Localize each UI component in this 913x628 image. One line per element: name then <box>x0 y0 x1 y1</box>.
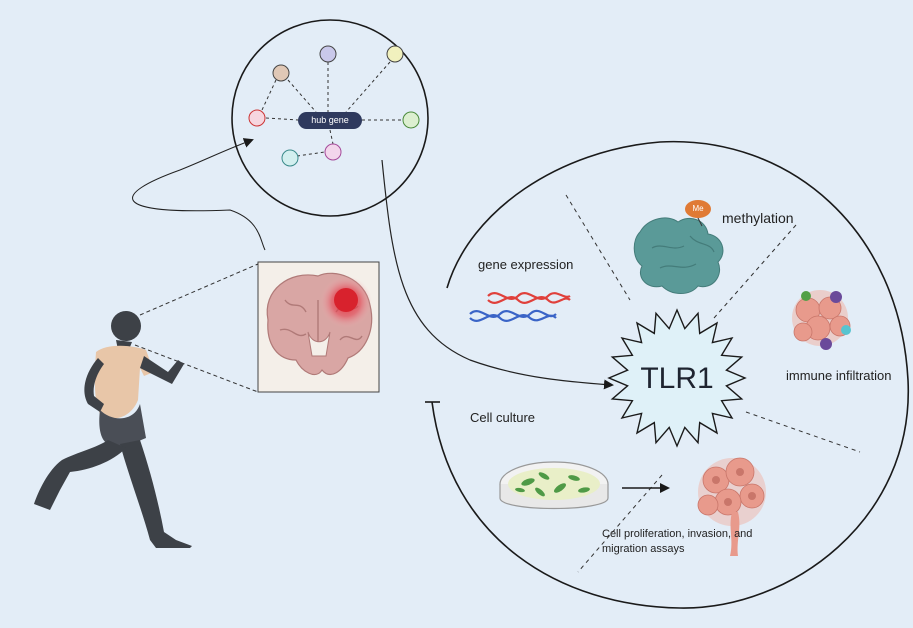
immune-cell <box>830 291 842 303</box>
immune-cluster <box>792 290 851 350</box>
tumor-cells <box>697 457 766 556</box>
connector-to-network <box>132 138 266 251</box>
petri-dish <box>499 461 609 510</box>
network-edges <box>261 61 403 157</box>
dashed-link <box>139 263 259 316</box>
methylated-protein <box>633 200 724 294</box>
dashed-link <box>134 344 259 393</box>
gene-expression-label: gene expression <box>478 257 574 272</box>
hub-pill <box>298 112 362 129</box>
methyl-tag <box>685 200 711 218</box>
methyl-tag-label: Me <box>692 204 704 213</box>
tumor-mass <box>334 288 358 312</box>
assays-label-line1: Cell proliferation, invasion, and <box>602 528 753 540</box>
runner-shorts <box>99 404 146 448</box>
tlr1-label: TLR1 <box>640 362 714 395</box>
analysis-circle <box>431 140 909 609</box>
network-node <box>248 109 266 127</box>
arrow-to-tlr1 <box>381 159 614 390</box>
tlr1-star <box>607 308 747 448</box>
runner-leg <box>34 440 126 510</box>
network-node <box>281 149 299 167</box>
cell-culture-label: Cell culture <box>470 410 536 425</box>
network-node <box>324 143 342 161</box>
runner-leg <box>120 440 192 548</box>
methylation-label: methylation <box>722 210 794 226</box>
tlr1-spokes <box>565 194 861 573</box>
immune-cell <box>841 325 851 335</box>
hub-network <box>231 19 429 217</box>
network-node <box>386 45 404 63</box>
runner-figure <box>34 311 192 548</box>
runner-arm <box>140 356 184 384</box>
runner-arm <box>84 358 104 412</box>
brain-panel <box>257 261 380 393</box>
network-node <box>272 64 290 82</box>
network-node <box>319 45 337 63</box>
immune-cell <box>801 291 811 301</box>
runner-head <box>111 311 141 341</box>
assays-label-line2: migration assays <box>602 543 685 555</box>
network-node <box>402 111 420 129</box>
hub-gene-label: hub gene <box>311 115 349 125</box>
runner-torso <box>94 345 154 419</box>
dna-helix <box>469 292 571 322</box>
immune-cell <box>820 338 832 350</box>
immune-infiltration-label: immune infiltration <box>786 368 892 383</box>
